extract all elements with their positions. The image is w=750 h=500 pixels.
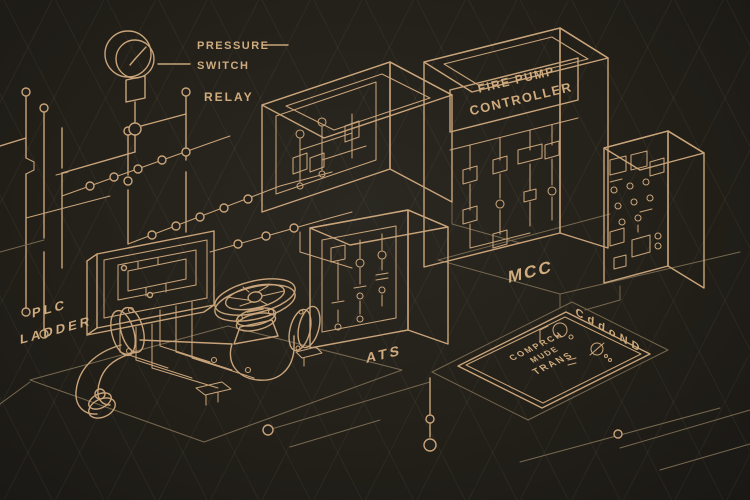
plc-ladder-panel — [86, 230, 219, 389]
legend-symbol-valve — [590, 342, 604, 356]
circuit-traces — [0, 87, 521, 379]
relay-label: RELAY — [204, 90, 254, 104]
relay-cabinet — [261, 61, 453, 213]
pressure-gauge — [61, 30, 289, 183]
legend-plate — [457, 311, 651, 409]
legend-symbol-bracket — [539, 325, 549, 342]
label-plate — [449, 57, 579, 133]
ats-cabinet — [309, 209, 449, 349]
gate-valve — [75, 278, 323, 419]
mcc-aux-cabinet — [603, 130, 705, 289]
legend-symbol-circle — [552, 322, 568, 338]
pressure-switch-label: PRESSURE SWITCH — [197, 40, 270, 72]
fire-pump-controller-cabinet — [423, 27, 609, 268]
